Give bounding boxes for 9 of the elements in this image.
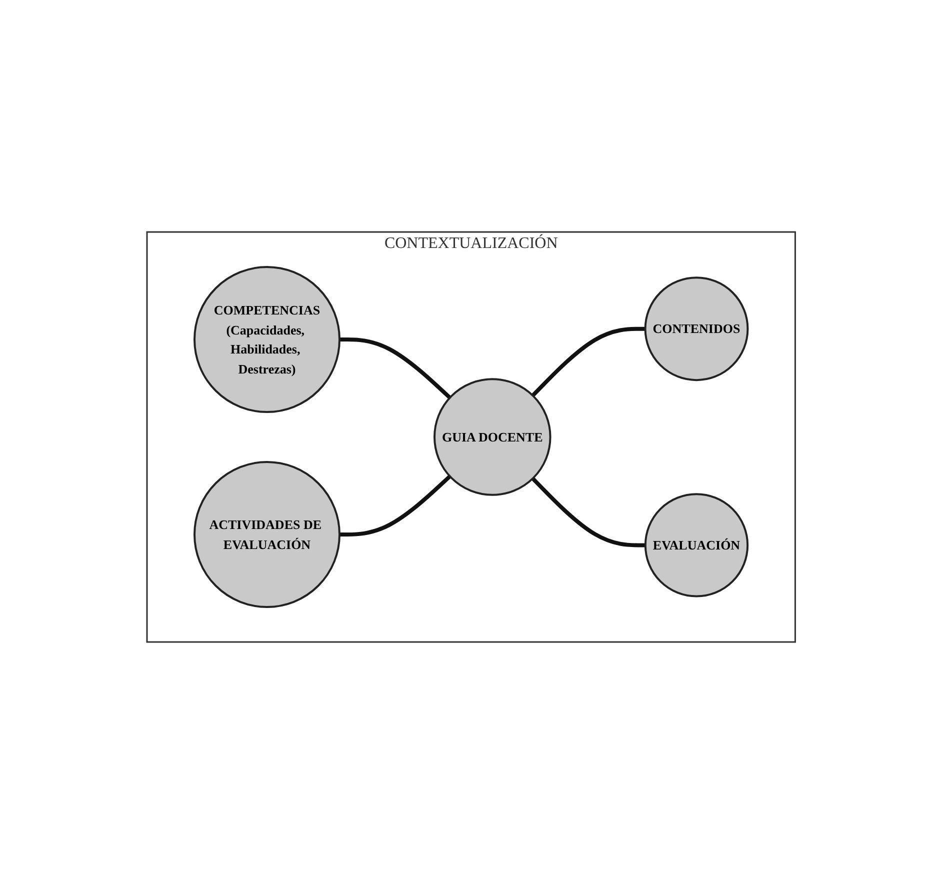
connector: [340, 338, 452, 400]
node-circle: CONTENIDOS: [644, 276, 750, 382]
node-circle: ACTIVIDADES DE EVALUACIÓN: [194, 461, 341, 608]
node-circle: EVALUACIÓN: [644, 493, 749, 598]
connector: [532, 326, 646, 397]
node-circle: COMPETENCIAS (Capacidades, Habilidades, Destrezas): [194, 266, 341, 413]
node-circle: GUIA DOCENTE: [434, 378, 552, 496]
connector: [340, 474, 452, 536]
connector: [532, 477, 646, 548]
